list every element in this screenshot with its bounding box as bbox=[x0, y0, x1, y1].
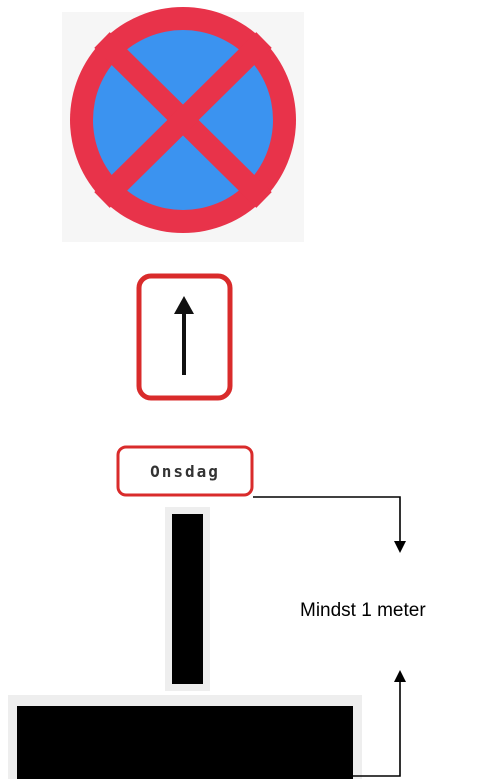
arrow-down-icon bbox=[394, 541, 406, 553]
ground-base bbox=[17, 706, 353, 779]
arrow-up-icon bbox=[174, 296, 194, 375]
sign-post bbox=[172, 514, 203, 684]
no-stopping-sign bbox=[62, 7, 304, 242]
lower-dimension-line bbox=[353, 670, 406, 777]
arrow-up-small-icon bbox=[394, 670, 406, 682]
no-stopping-icon bbox=[94, 32, 272, 208]
arrow-plate bbox=[136, 273, 233, 401]
day-plate-text: Onsdag bbox=[150, 461, 220, 481]
measurement-label: Mindst 1 meter bbox=[300, 600, 426, 621]
upper-dimension-line bbox=[253, 496, 406, 553]
day-plate-border bbox=[116, 445, 254, 497]
